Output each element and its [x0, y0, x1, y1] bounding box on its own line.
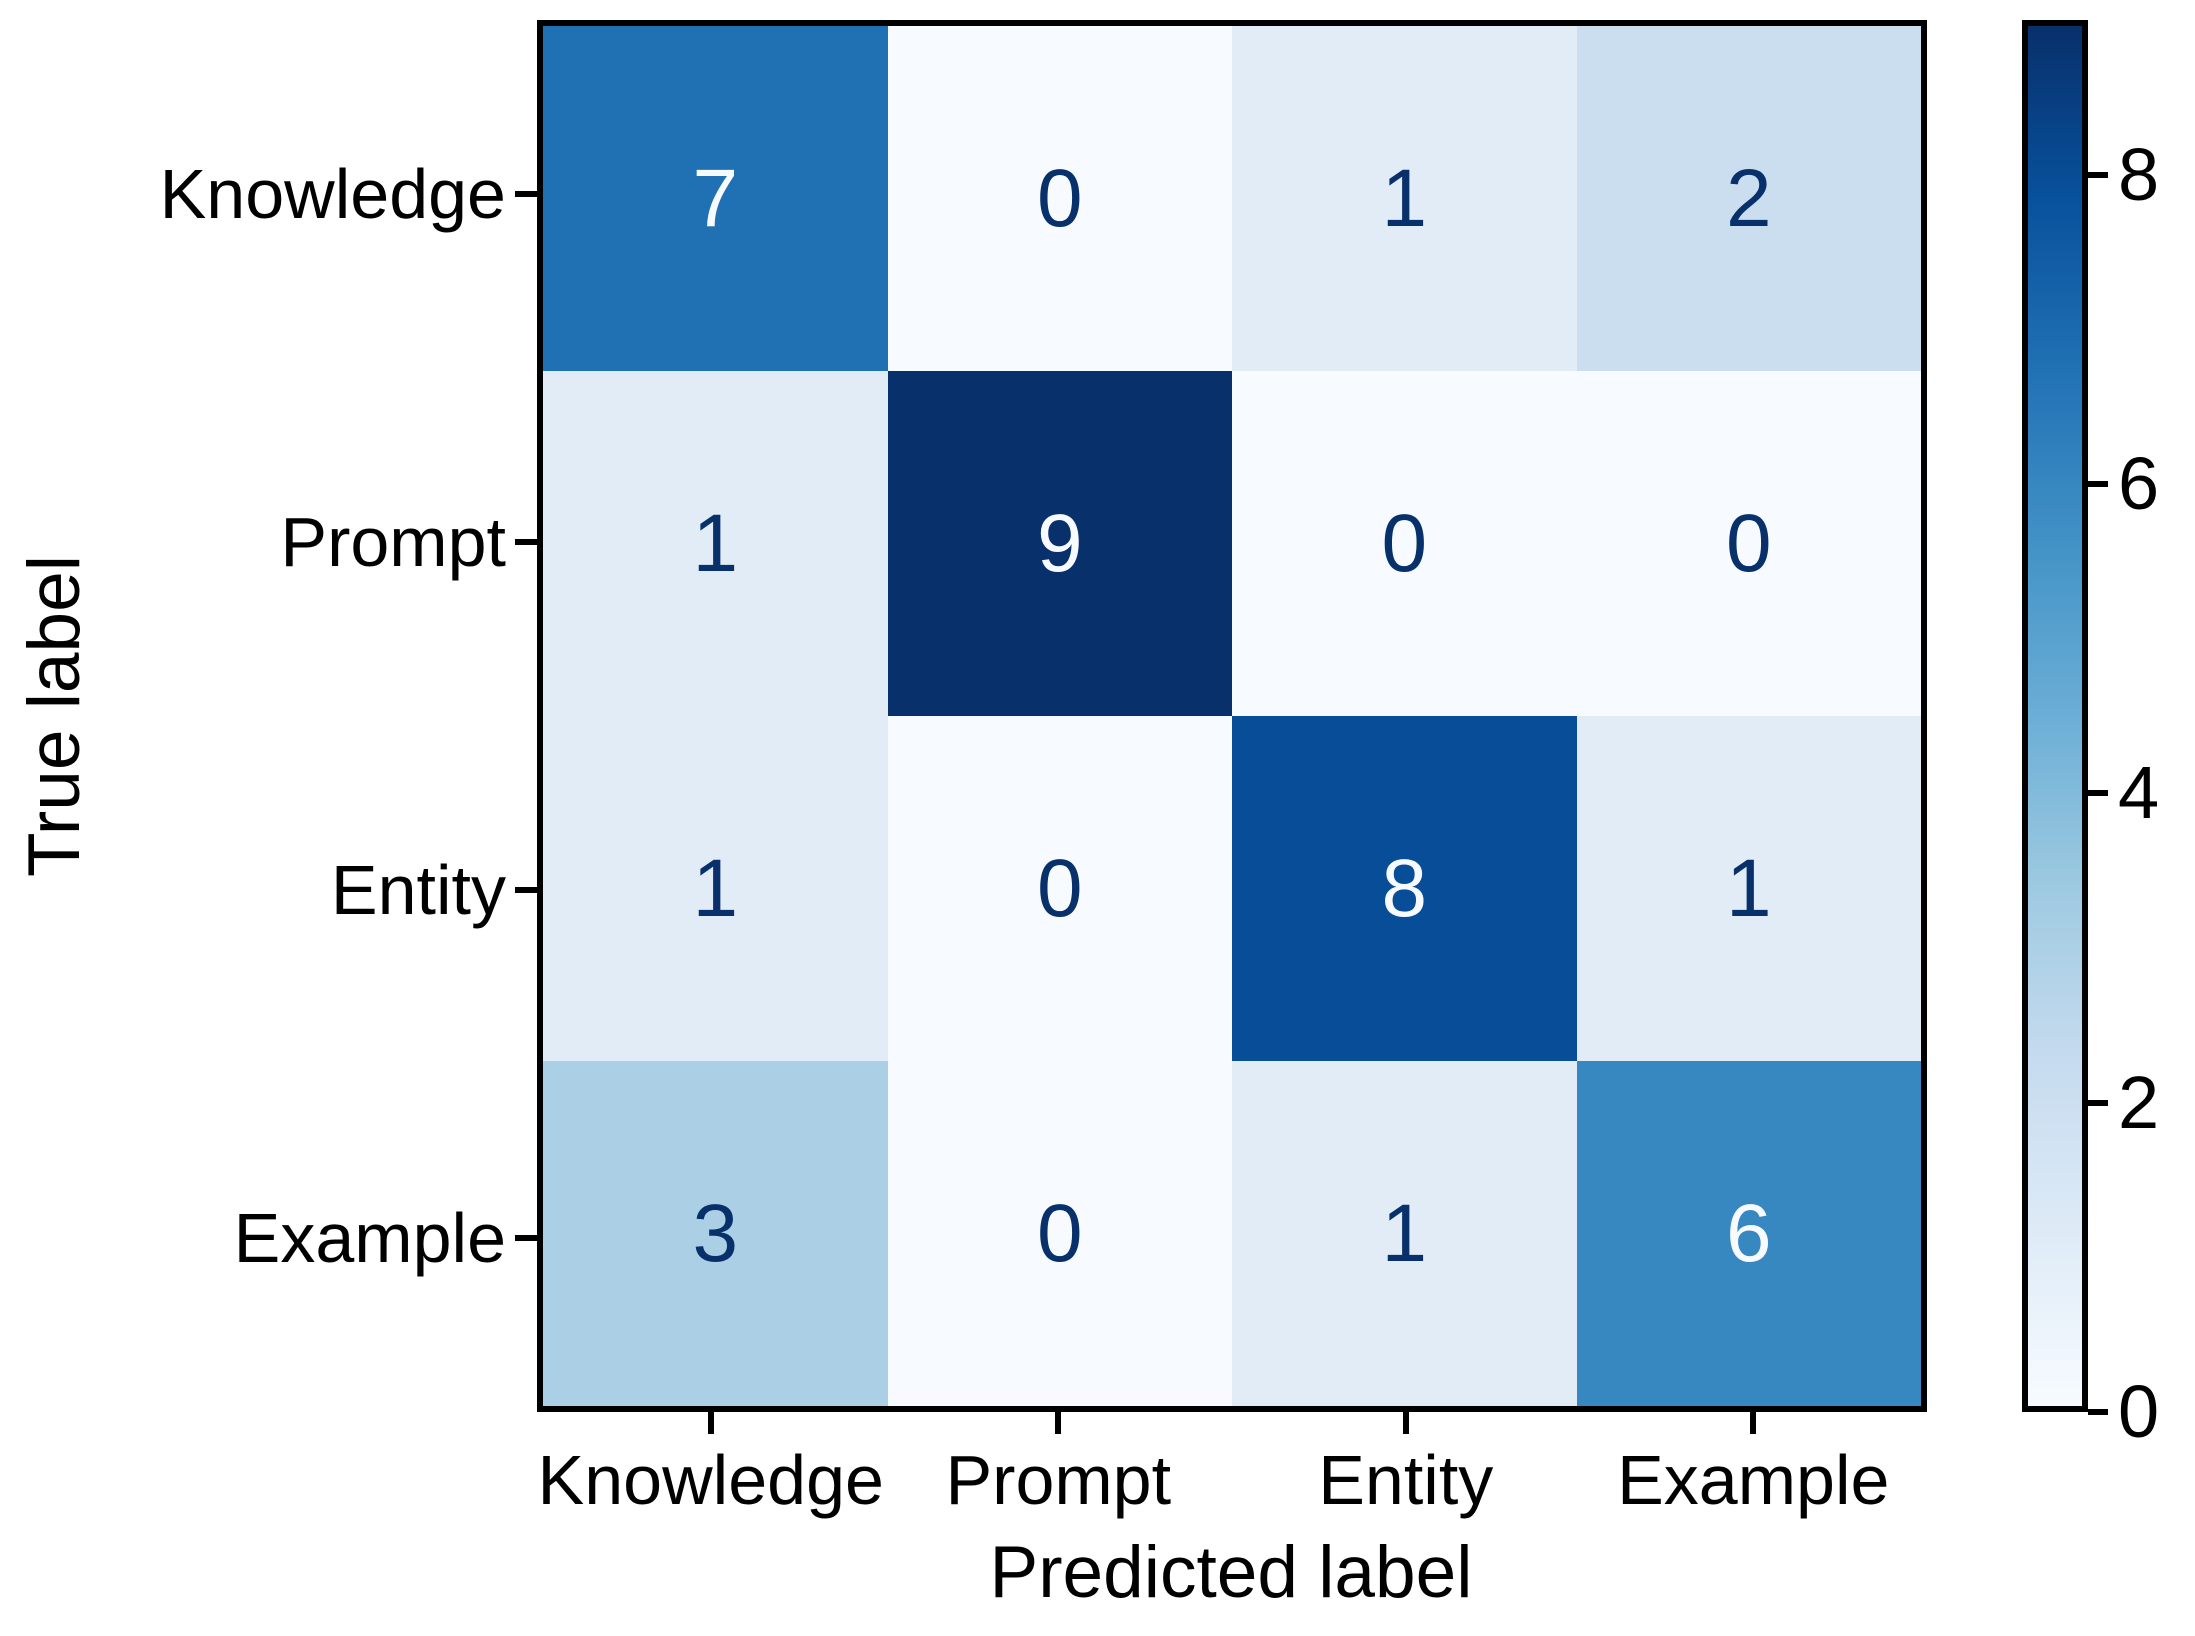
- heatmap-cell: 2: [1576, 26, 1921, 371]
- y-tick-label: Knowledge: [159, 155, 506, 233]
- heatmap-cell: 1: [543, 716, 888, 1061]
- heatmap-cell: 0: [1576, 371, 1921, 716]
- heatmap-grid: 7 0 1 2 1 9 0 0 1 0 8 1 3 0 1 6: [537, 20, 1927, 1412]
- heatmap-cell: 8: [1232, 716, 1577, 1061]
- cell-value: 9: [1036, 497, 1083, 589]
- cell-value: 1: [1381, 152, 1428, 244]
- cell-value: 3: [692, 1187, 739, 1279]
- heatmap-cell: 9: [887, 371, 1232, 716]
- y-tick-mark: [515, 191, 537, 197]
- cell-value: 0: [1036, 152, 1083, 244]
- y-tick-label: Prompt: [280, 503, 506, 581]
- cell-value: 0: [1725, 497, 1772, 589]
- x-tick-mark: [1750, 1412, 1757, 1434]
- cell-value: 0: [1036, 842, 1083, 934]
- y-tick-mark: [515, 539, 537, 545]
- y-tick-label: Entity: [330, 851, 506, 929]
- cell-value: 8: [1381, 842, 1428, 934]
- colorbar-tick-mark: [2088, 171, 2108, 178]
- colorbar-tick-mark: [2088, 1409, 2108, 1415]
- x-tick-label: Prompt: [945, 1441, 1172, 1519]
- colorbar-tick-label: 2: [2118, 1060, 2160, 1144]
- y-tick-mark: [515, 887, 537, 893]
- heatmap-cell: 1: [1232, 1061, 1577, 1406]
- cell-value: 1: [692, 842, 739, 934]
- colorbar-tick-mark: [2088, 481, 2108, 487]
- cell-value: 1: [1381, 1187, 1428, 1279]
- y-tick-mark: [515, 1235, 537, 1241]
- x-tick-label: Knowledge: [537, 1441, 884, 1519]
- x-tick-label: Entity: [1318, 1441, 1494, 1519]
- heatmap-cell: 0: [887, 1061, 1232, 1406]
- cell-value: 2: [1725, 152, 1772, 244]
- heatmap-cell: 6: [1576, 1061, 1921, 1406]
- cell-value: 1: [1725, 842, 1772, 934]
- cell-value: 6: [1725, 1187, 1772, 1279]
- colorbar-tick-label: 6: [2118, 442, 2160, 525]
- heatmap-cell: 1: [1576, 716, 1921, 1061]
- cell-value: 0: [1036, 1187, 1083, 1279]
- y-tick-label: Example: [233, 1199, 506, 1277]
- heatmap-cell: 0: [1232, 371, 1577, 716]
- cell-value: 7: [692, 152, 739, 244]
- colorbar-tick-label: 4: [2118, 751, 2160, 835]
- colorbar-tick-label: 0: [2118, 1370, 2160, 1453]
- x-axis-title: Predicted label: [989, 1532, 1473, 1613]
- heatmap-cell: 3: [543, 1061, 888, 1406]
- heatmap-cell: 1: [543, 371, 888, 716]
- x-tick-mark: [1055, 1412, 1062, 1434]
- heatmap-cell: 1: [1232, 26, 1577, 371]
- colorbar: [2022, 20, 2088, 1412]
- colorbar-tick-label: 8: [2118, 132, 2160, 216]
- x-tick-mark: [1402, 1412, 1409, 1434]
- heatmap-cell: 0: [887, 26, 1232, 371]
- cell-value: 0: [1381, 497, 1428, 589]
- cell-value: 1: [692, 497, 739, 589]
- colorbar-tick-mark: [2088, 790, 2108, 797]
- heatmap-cell: 0: [887, 716, 1232, 1061]
- x-tick-label: Example: [1617, 1441, 1890, 1519]
- heatmap-cell: 7: [543, 26, 888, 371]
- colorbar-tick-mark: [2088, 1099, 2108, 1106]
- x-tick-mark: [707, 1412, 714, 1434]
